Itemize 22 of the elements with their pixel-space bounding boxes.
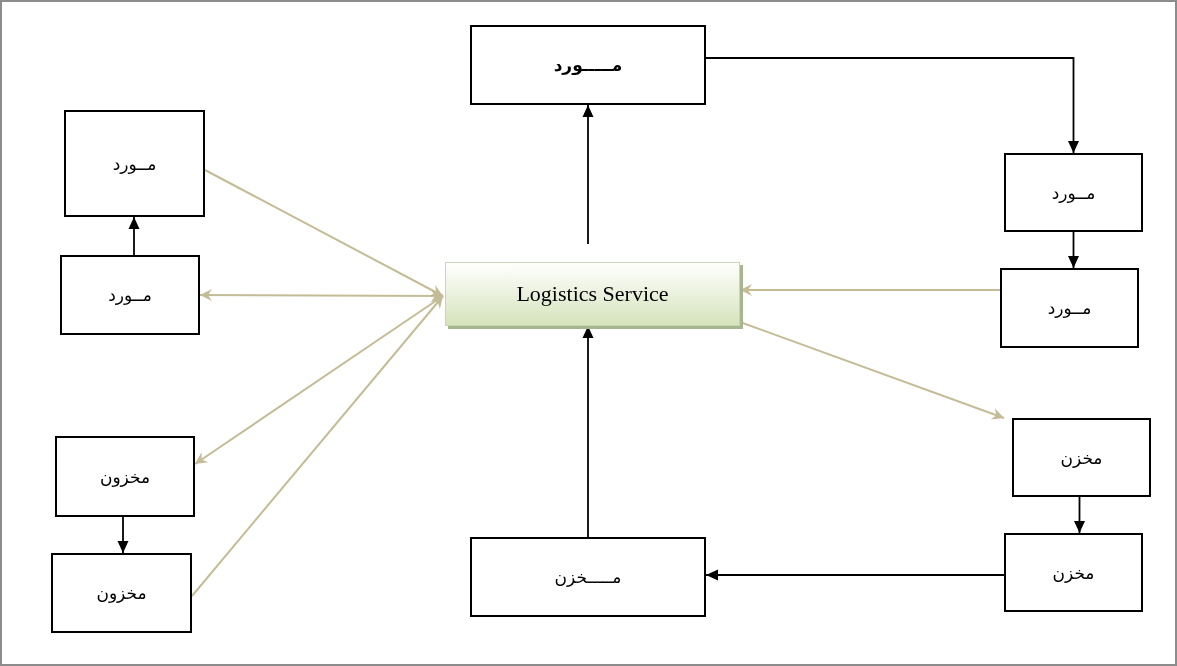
process-box: مــورد	[1004, 153, 1143, 232]
arrow	[128, 216, 140, 256]
arrow	[117, 516, 129, 554]
arrow	[194, 295, 444, 465]
arrow	[199, 289, 444, 302]
process-box: مــورد	[1000, 268, 1139, 348]
arrow	[1074, 496, 1085, 534]
process-box: مخزون	[55, 436, 195, 517]
process-box: مخزن	[1004, 533, 1143, 612]
arrow	[204, 169, 444, 297]
service-box: Logistics Service	[445, 262, 740, 326]
process-box: مــورد	[60, 255, 200, 335]
process-box: مـــــخزن	[470, 537, 706, 617]
process-box: مخزون	[51, 553, 192, 633]
process-box: مخزن	[1012, 418, 1151, 497]
arrow	[582, 104, 594, 245]
arrow	[705, 569, 1005, 581]
arrow	[1068, 231, 1079, 269]
process-box: مــورد	[64, 110, 205, 217]
arrow	[705, 57, 1079, 154]
process-box: مـــــورد	[470, 25, 706, 105]
arrow	[191, 295, 444, 597]
